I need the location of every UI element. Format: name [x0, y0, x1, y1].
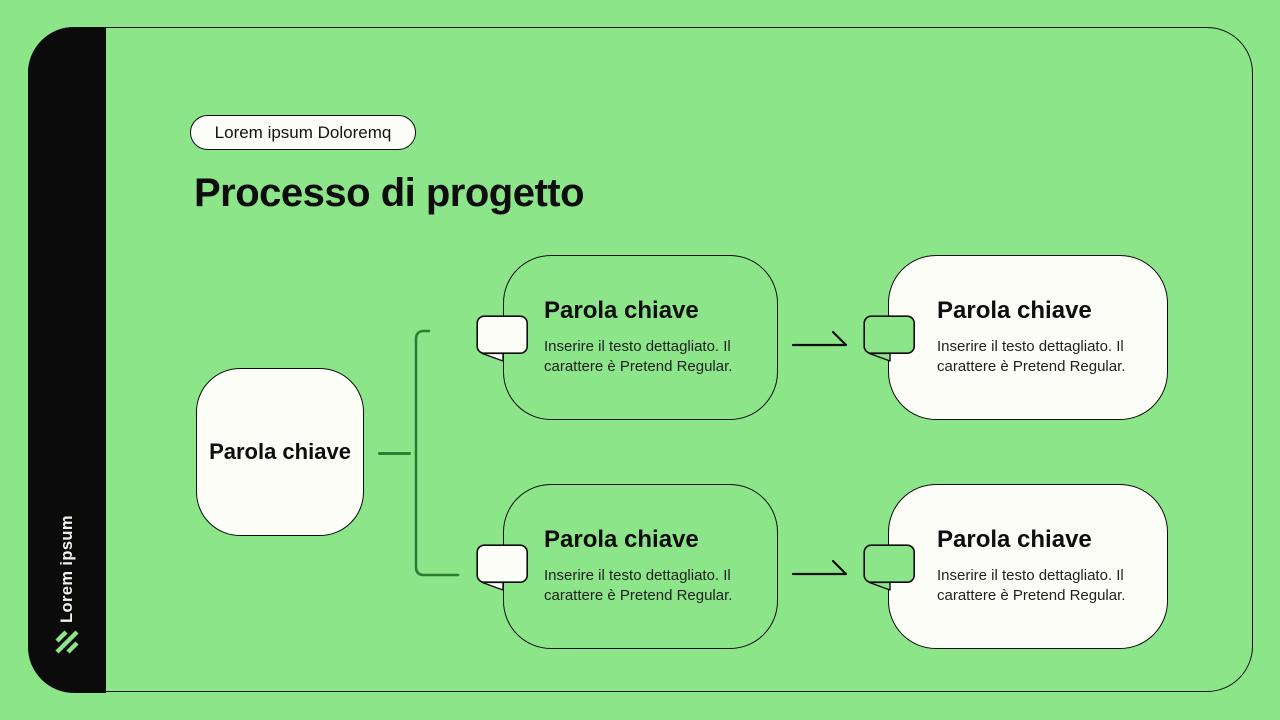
card-body: Inserire il testo dettagliato. Il caratt…: [937, 338, 1126, 376]
process-card-solid-bottom: Parola chiave Inserire il testo dettagli…: [888, 484, 1168, 649]
card-body: Inserire il testo dettagliato. Il caratt…: [544, 338, 733, 376]
root-node-box: Parola chiave: [196, 368, 364, 536]
sidebar-brand-label: Lorem ipsum: [57, 514, 76, 623]
card-title: Parola chiave: [544, 526, 699, 553]
folded-note-tab-icon: [476, 315, 530, 368]
process-card-outline-bottom: Parola chiave Inserire il testo dettagli…: [503, 484, 778, 649]
sidebar: Lorem ipsum: [28, 27, 106, 693]
category-badge: Lorem ipsum Doloremq: [190, 115, 416, 150]
process-card-outline-top: Parola chiave Inserire il testo dettagli…: [503, 255, 778, 420]
folded-note-tab-icon: [476, 544, 530, 597]
card-body: Inserire il testo dettagliato. Il caratt…: [544, 567, 733, 605]
folded-note-tab-icon: [863, 315, 917, 368]
bracket-connector: [407, 323, 463, 586]
process-card-solid-top: Parola chiave Inserire il testo dettagli…: [888, 255, 1168, 420]
root-connector-line: [378, 452, 411, 455]
card-body: Inserire il testo dettagliato. Il caratt…: [937, 567, 1126, 605]
arrow-icon: [791, 329, 851, 354]
page-title: Processo di progetto: [194, 171, 585, 215]
arrow-icon: [791, 558, 851, 583]
root-node-title: Parola chiave: [209, 439, 351, 464]
card-title: Parola chiave: [937, 526, 1092, 553]
folded-note-tab-icon: [863, 544, 917, 597]
diagonal-stripes-logo-icon: [28, 629, 106, 655]
card-title: Parola chiave: [544, 297, 699, 324]
card-title: Parola chiave: [937, 297, 1092, 324]
category-badge-label: Lorem ipsum Doloremq: [214, 122, 392, 142]
